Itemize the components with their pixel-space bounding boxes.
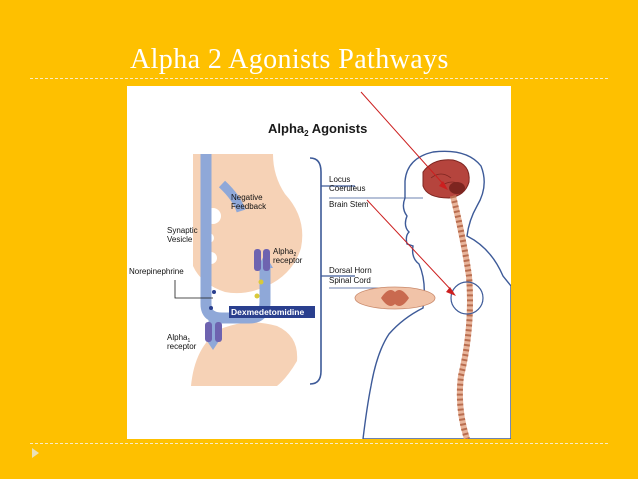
dexmedetomidine-molecule (254, 293, 260, 299)
spinal-cord-label: Spinal Cord (329, 276, 371, 285)
alpha1-receptor-icon (205, 322, 212, 342)
title-divider (30, 78, 608, 79)
section-bracket (309, 157, 322, 385)
norepinephrine-molecule (212, 290, 216, 294)
red-arrowhead-icon (446, 287, 456, 296)
alpha2-receptor-icon (254, 249, 261, 271)
dexmedetomidine-box (229, 306, 315, 318)
brain-stem-label: Brain Stem (329, 200, 369, 209)
vertebrae-icon (450, 195, 473, 439)
norepinephrine-molecule (209, 306, 213, 310)
norepinephrine-leader (174, 280, 213, 299)
red-arrow-brain (360, 91, 446, 187)
dexmedetomidine-molecule (258, 279, 264, 285)
negative-feedback-arrow (218, 180, 246, 213)
dorsal-horn-label: Dorsal Horn (329, 266, 372, 275)
grey-matter-icon (381, 290, 409, 306)
red-arrow-spine (366, 199, 454, 293)
slide-title: Alpha 2 Agonists Pathways (130, 44, 449, 75)
dorsal-horn-highlight (450, 281, 484, 315)
cerebellum-icon (449, 182, 465, 194)
diagram-heading: Alpha2 Agonists (268, 121, 367, 138)
norepinephrine-label: Norepinephrine (129, 267, 184, 276)
alpha2-receptor-icon (263, 249, 270, 271)
footer-divider (30, 443, 608, 444)
alpha1-receptor-icon (215, 322, 222, 342)
bullet-arrow-icon (32, 448, 39, 458)
human-body-outline (362, 150, 511, 439)
dexmedetomidine-label: Dexmedetomidine (231, 307, 304, 317)
presynaptic-terminal (193, 154, 303, 294)
red-arrowhead-icon (439, 181, 448, 190)
